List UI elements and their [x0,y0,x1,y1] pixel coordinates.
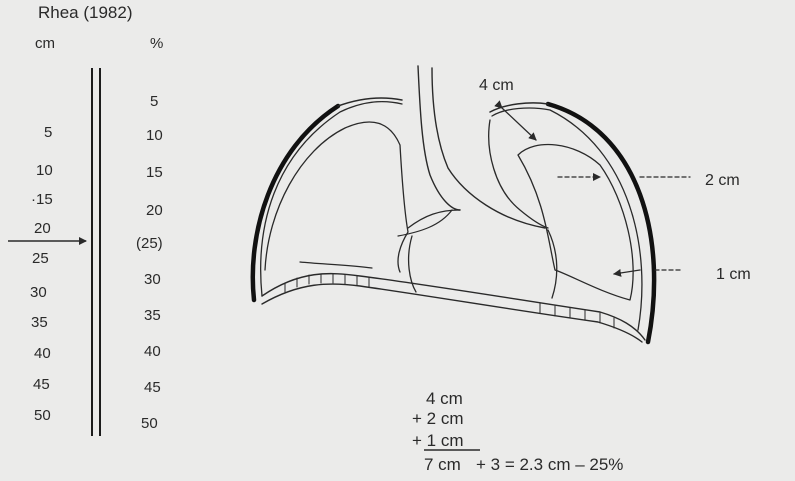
cm-tick-label: 5 [44,124,52,141]
calc-line-mid: + 2 cm [412,409,464,428]
cm-tick-label: 20 [34,220,51,237]
percent-tick-label: 40 [144,343,161,360]
cm-tick-label: 25 [32,250,49,267]
percent-tick-label: 10 [146,127,163,144]
calc-sum: 7 cm [424,455,461,474]
percent-tick-label: 45 [144,379,161,396]
cm-tick-label: 30 [30,284,47,301]
percent-tick-label: 35 [144,307,161,324]
cm-tick-label: 35 [31,314,48,331]
diaphragm-hatching [285,274,614,328]
apex-distance-label: 4 cm [479,77,514,94]
cm-scale: 5 10 ·15 20 25 30 35 40 45 50 [30,124,53,424]
calc-line-apex: 4 cm [426,389,463,408]
percent-tick-label: (25) [136,235,163,252]
calc-result: + 3 = 2.3 cm – 25% [476,455,623,474]
base-distance-arrow [614,270,640,274]
chest-diagram [253,66,690,342]
percent-tick-label: 30 [144,271,161,288]
cm-tick-label: 45 [33,376,50,393]
cm-tick-label: ·15 [31,191,53,208]
cm-column-header: cm [35,35,55,52]
cm-tick-label: 10 [36,162,53,179]
left-lung-outline [265,122,408,272]
calc-line-base: + 1 cm [412,431,464,450]
base-distance-label: 1 cm [716,266,751,283]
left-lung-base [300,262,372,268]
cm-tick-label: 50 [34,407,51,424]
apex-distance-arrow [502,108,536,140]
cm-tick-label: 40 [34,345,51,362]
percent-column-header: % [150,35,163,52]
percent-tick-label: 15 [146,164,163,181]
midpoint-distance-label: 2 cm [705,172,740,189]
collapsed-right-lung [518,145,633,300]
calculation-block: 4 cm + 2 cm + 1 cm 7 cm + 3 = 2.3 cm – 2… [412,389,623,474]
percent-tick-label: 50 [141,415,158,432]
right-apex-contour [490,103,548,112]
percent-tick-label: 5 [150,93,158,110]
percent-tick-label: 20 [146,202,163,219]
left-chest-wall [253,106,338,300]
percent-scale: 5 10 15 20 (25) 30 35 40 45 50 [136,93,163,432]
figure-title: Rhea (1982) [38,3,133,22]
